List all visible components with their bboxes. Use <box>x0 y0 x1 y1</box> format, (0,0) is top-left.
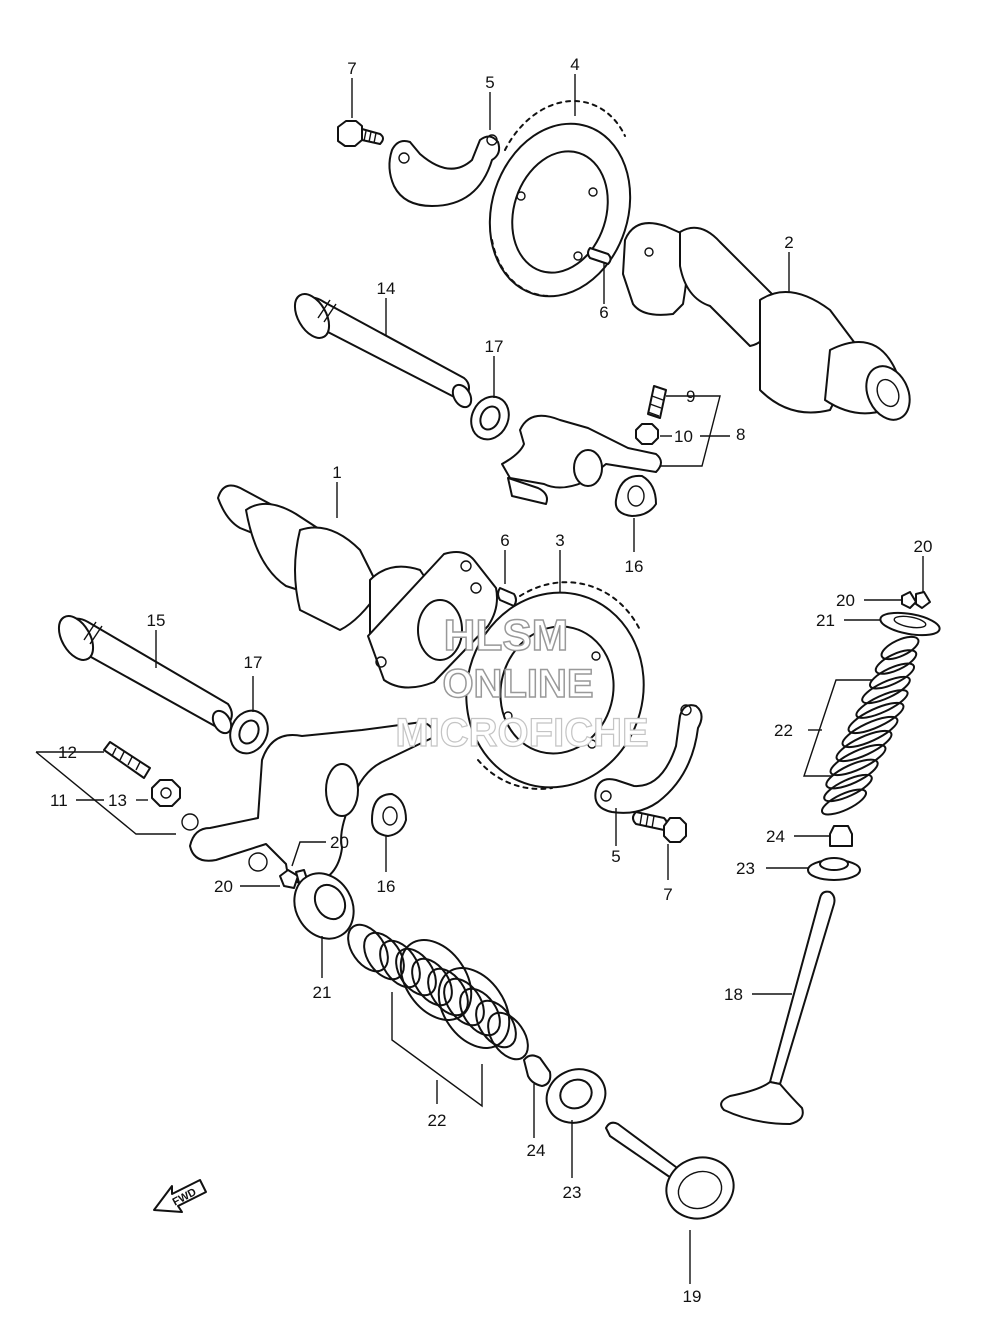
callout-20-lower: 20 <box>214 877 233 896</box>
valve-19 <box>605 1121 735 1220</box>
watermark-line-2: ONLINE <box>442 662 593 706</box>
watermark-line-1: HLSM <box>444 611 569 660</box>
callout-13: 13 <box>108 791 127 810</box>
rocker-arm-top <box>501 414 662 505</box>
adjuster-screw-12 <box>103 741 151 779</box>
callout-9: 9 <box>686 387 695 406</box>
valve-springs-22-lower <box>347 923 529 1061</box>
callout-16-lower: 16 <box>377 877 396 896</box>
callout-21-right: 21 <box>816 611 835 630</box>
callout-24-lower: 24 <box>527 1141 546 1160</box>
callout-15: 15 <box>147 611 166 630</box>
valve-18 <box>720 890 836 1125</box>
callout-5-lower: 5 <box>611 847 620 866</box>
callout-6-lower: 6 <box>500 531 509 550</box>
callout-21-lower: 21 <box>313 983 332 1002</box>
callout-10: 10 <box>674 427 693 446</box>
valve-stem-seal-24-lower <box>523 1054 552 1087</box>
callout-12: 12 <box>58 743 77 762</box>
camshaft-2 <box>622 222 911 421</box>
callout-22-lower: 22 <box>428 1111 447 1130</box>
watermark-line-3: MICROFICHE <box>395 711 648 755</box>
callout-20-right: 20 <box>836 591 855 610</box>
callout-1: 1 <box>332 463 341 482</box>
rocker-arm-lower <box>181 721 434 886</box>
callout-7-lower: 7 <box>663 885 672 904</box>
cam-sprocket-4 <box>488 100 632 298</box>
lock-plate-16-lower <box>371 793 407 837</box>
locknut-10 <box>635 423 659 445</box>
cam-bracket-5-top <box>388 134 501 207</box>
callout-23-right: 23 <box>736 859 755 878</box>
adjuster-screw-9 <box>647 385 667 419</box>
spring-seat-23-lower <box>545 1068 607 1124</box>
watermark: HLSM ONLINE MICROFICHE <box>395 610 650 755</box>
valve-springs-22-right <box>820 635 920 816</box>
bolt-7-lower <box>632 811 687 843</box>
fwd-label: FWD <box>171 1186 199 1208</box>
spring-seat-23-right <box>807 857 861 881</box>
callout-18: 18 <box>724 985 743 1004</box>
spring-retainer-21-right <box>879 611 941 637</box>
callout-20-right-top: 20 <box>914 537 933 556</box>
cam-sprocket-3 <box>465 581 645 790</box>
callout-5-top: 5 <box>485 73 494 92</box>
callout-2: 2 <box>784 233 793 252</box>
locknut-13 <box>151 779 181 807</box>
callout-17-lower: 17 <box>244 653 263 672</box>
callout-3: 3 <box>555 531 564 550</box>
rocker-shaft-14 <box>293 293 473 409</box>
callout-8: 8 <box>736 425 745 444</box>
callout-leader-lines <box>35 74 924 1284</box>
dowel-pin-6-lower <box>497 587 517 607</box>
callout-23-lower: 23 <box>563 1183 582 1202</box>
valve-cotter-20-right <box>901 591 931 609</box>
washer-17-top <box>470 395 510 441</box>
spring-retainer-21-lower <box>293 872 355 940</box>
callout-11: 11 <box>50 791 68 810</box>
callout-19: 19 <box>683 1287 702 1306</box>
callout-22-right: 22 <box>774 721 793 740</box>
valve-stem-seal-24-right <box>829 825 853 847</box>
callout-4: 4 <box>570 55 579 74</box>
callout-labels: 7 5 4 2 6 14 17 9 10 8 16 1 6 3 15 17 12… <box>50 55 932 1306</box>
washer-17-lower <box>229 709 269 755</box>
callout-14: 14 <box>377 279 396 298</box>
dowel-pin-6-top <box>587 247 612 265</box>
callout-6-top: 6 <box>599 303 608 322</box>
callout-20-upper: 20 <box>330 833 349 852</box>
forward-direction-arrow: FWD <box>153 1179 207 1213</box>
cam-bracket-5-lower <box>594 704 703 814</box>
rocker-shaft-15 <box>57 615 233 735</box>
callout-24-right: 24 <box>766 827 785 846</box>
callout-7-top: 7 <box>347 59 356 78</box>
callout-17-top: 17 <box>485 337 504 356</box>
camshaft-1 <box>217 484 498 689</box>
bolt-7-top <box>337 120 384 147</box>
callout-16-top: 16 <box>625 557 644 576</box>
lock-plate-16-top <box>614 474 657 517</box>
